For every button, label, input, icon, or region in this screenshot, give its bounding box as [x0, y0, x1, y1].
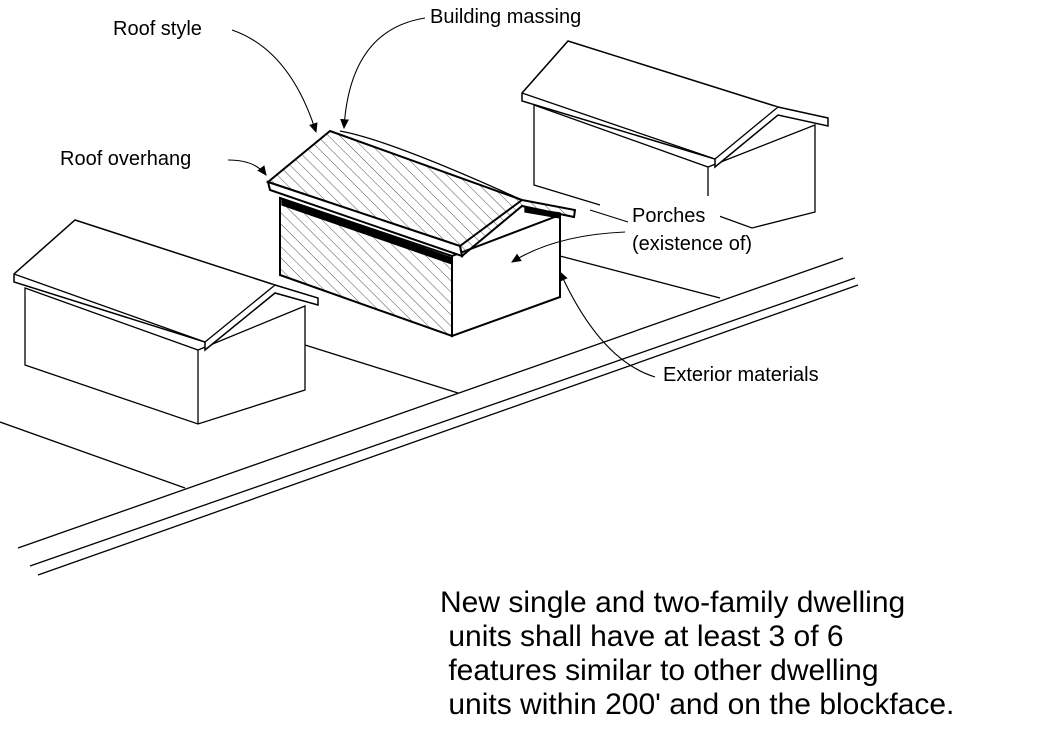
house-left — [13, 219, 319, 425]
house-right — [521, 40, 829, 229]
label-porches: Porches — [632, 205, 706, 227]
caption-line: units shall have at least 3 of 6 — [440, 620, 844, 653]
label-roof-overhang: Roof overhang — [60, 148, 192, 170]
house-center — [265, 129, 577, 338]
caption: New single and two-family dwelling units… — [440, 586, 954, 722]
label-building-massing: Building massing — [430, 6, 582, 28]
label-porches-sub: (existence of) — [632, 233, 753, 255]
callout-arrows — [227, 17, 656, 378]
street — [17, 257, 859, 576]
caption-line: New single and two-family dwelling — [440, 586, 906, 619]
caption-line: units within 200' and on the blockface. — [440, 688, 955, 721]
label-roof-style: Roof style — [113, 18, 202, 40]
label-exterior-materials: Exterior materials — [663, 364, 819, 386]
caption-line: features similar to other dwelling — [440, 654, 879, 687]
lot-lines — [0, 255, 721, 489]
